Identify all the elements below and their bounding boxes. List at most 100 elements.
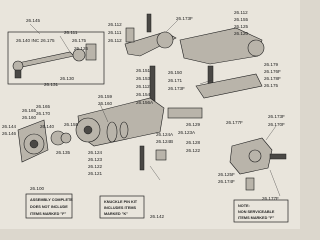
leader-line [165,19,179,33]
tie-rod-inset-box [7,31,105,85]
tie-rod-stud [14,69,22,79]
callout-label: 26.153 [136,76,150,81]
callout-label: 26.112 [234,10,248,15]
callout-label: 26.150 [168,70,182,75]
tie-rod-clamp [85,43,97,61]
callout-label: 26.173F [168,86,185,91]
bearing-cone [106,121,118,143]
callout-label: 26.176F [264,69,281,74]
callout-label: 26.140 [40,124,54,129]
callout-label: 26.160 [22,115,36,120]
callout-label: 26.140 INC 26.175 [16,38,55,43]
callout-label: 26.142 [150,214,164,219]
knuckle-bolt [269,153,287,160]
callout-label: 26.121 [88,171,102,176]
arm-bolt [125,27,135,43]
callout-label: 26.122 [88,164,102,169]
axle-eye [247,39,265,57]
wheel-hub-center [29,139,39,149]
callout-label: 26.124B [156,139,173,144]
spindle-shaft [167,107,203,119]
service-note-line2: ITEMS MARKED "F" [238,216,274,220]
tie-rod-socket [72,48,86,62]
callout-label: 26.179 [264,62,278,67]
callout-label: 26.155 [234,17,248,22]
assembly-note-title: ASSEMBLY COMPLETE [30,198,73,202]
assembly-note-line1: DOES NOT INCLUDE [30,205,68,209]
parts-diagram-sheet: 26.145 26.140 INC 26.175 26.111 26.175 2… [0,0,300,229]
callout-label: 26.112 [136,84,150,89]
leader-line [149,165,161,181]
callout-label: 26.111 [108,30,122,35]
callout-label: 26.128 [186,140,200,145]
knuckle-stud [245,177,255,191]
callout-label: 26.125F [218,172,235,177]
callout-label: 26.160 [98,101,112,106]
callout-label: 26.177F [262,196,279,201]
knuckle-kit-line2: MARKED "K" [104,212,128,216]
steering-arm-boss [156,31,174,49]
lower-king-pin [139,145,145,171]
leader-line [99,103,109,123]
exploded-view-diagram: 26.145 26.140 INC 26.175 26.111 26.175 2… [2,10,289,223]
tie-rod-end [12,60,24,72]
callout-label: 26.112 [108,38,122,43]
knuckle-kit-title: KNUCKLE PIN KIT [104,200,138,204]
callout-label: 26.155 [64,122,78,127]
callout-label: 26.159 [98,94,112,99]
callout-label: 26.123A [178,130,196,135]
callout-label: 26.175 [264,83,278,88]
tie-rod [17,51,75,68]
callout-label: 26.125 [234,24,248,29]
service-note-box [233,199,289,223]
callout-label: 26.145 [26,18,40,23]
grease-fitting [146,13,152,33]
leader-line [269,169,281,197]
callout-label: 26.173F [176,16,193,21]
leader-line [29,23,41,35]
leader-line [199,79,213,85]
callout-label: 26.165 [22,108,36,113]
callout-label: 26.146 [2,131,16,136]
callout-label: 26.123 [88,157,102,162]
callout-label: 26.174F [218,179,235,184]
callout-label: 26.131 [44,82,58,87]
callout-label: 26.112 [108,22,122,27]
leader-line [265,125,277,141]
service-note-line1: NON SERVICEABLE [238,210,275,214]
service-note-title: NOTE: [238,204,250,208]
callout-label: 26.170 [36,111,50,116]
assembly-note-line2: ITEMS MARKED "F" [30,212,66,216]
leader-line [59,35,71,53]
callout-label: 26.173F [268,114,285,119]
callout-label: 26.178F [264,76,281,81]
callout-label: 26.122 [186,148,200,153]
callout-label: 26.130 [60,76,74,81]
callout-label: 26.135 [56,150,70,155]
callout-label: 26.154 [136,92,150,97]
callout-label: 26.124 [88,150,102,155]
knuckle-kit-line1: INCLUDES ITEMS [104,206,137,210]
bearing-cup [119,121,129,139]
knuckle-bore [248,149,262,163]
callout-label: 26.129 [186,122,200,127]
callout-label: 26.144 [2,124,16,129]
callout-label: 26.171 [168,78,182,83]
nut [60,132,72,144]
assembly-note-box [25,193,73,219]
callout-label: 26.100 [30,186,44,191]
lower-bracket [195,73,263,99]
callout-label: 26.175 [72,38,86,43]
callout-label: 26.156A [136,100,154,105]
callout-label: 26.126 [74,46,88,51]
callout-label: 26.120 [234,31,248,36]
callout-label: 26.177F [226,120,243,125]
callout-label: 26.151 [136,68,150,73]
callout-label: 26.165 [36,104,50,109]
pin-cap [155,149,167,161]
callout-label: 26.124A [156,132,174,137]
callout-label: 26.111 [64,30,78,35]
knuckle-kit-note-box [99,195,145,219]
hub-center [83,125,93,135]
callout-label: 26.170F [268,122,285,127]
